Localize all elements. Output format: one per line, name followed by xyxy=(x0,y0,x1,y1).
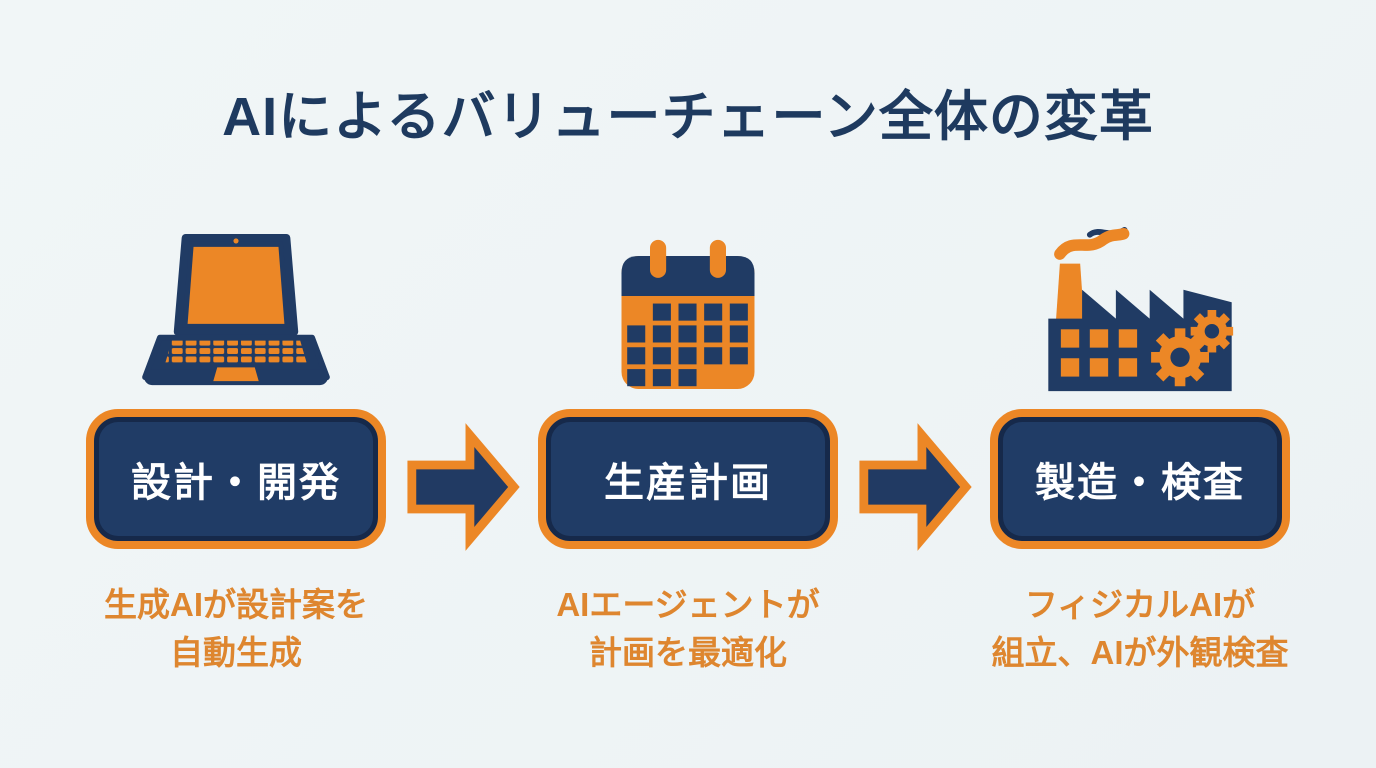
stage-box-label: 設計・開発 xyxy=(131,461,341,505)
arrow-icon xyxy=(401,421,523,558)
stage-box-production: 生産計画 xyxy=(538,409,838,549)
stage-box-label: 生産計画 xyxy=(604,461,772,505)
stage-production-planning: 生産計画 AIエージェントが 計画を最適化 xyxy=(538,225,838,677)
stage-design-development: 設計・開発 生成AIが設計案を 自動生成 xyxy=(86,225,386,677)
calendar-icon xyxy=(612,225,764,393)
factory-icon xyxy=(1033,225,1247,393)
stage-box-design: 設計・開発 xyxy=(86,409,386,549)
value-chain-row: 設計・開発 生成AIが設計案を 自動生成 xyxy=(0,225,1376,677)
stage-caption-production: AIエージェントが 計画を最適化 xyxy=(556,586,820,671)
stage-caption-design: 生成AIが設計案を 自動生成 xyxy=(104,586,368,671)
stage-box-label: 製造・検査 xyxy=(1035,461,1245,505)
stage-manufacturing-inspection: 製造・検査 フィジカルAIが 組立、AIが外観検査 xyxy=(990,225,1290,677)
page-title: AIによるバリューチェーン全体の変革 xyxy=(222,87,1154,147)
stage-box-manufacturing: 製造・検査 xyxy=(990,409,1290,549)
stage-caption-manufacturing: フィジカルAIが 組立、AIが外観検査 xyxy=(991,586,1289,671)
laptop-icon xyxy=(142,225,330,393)
arrow-icon xyxy=(853,421,975,558)
